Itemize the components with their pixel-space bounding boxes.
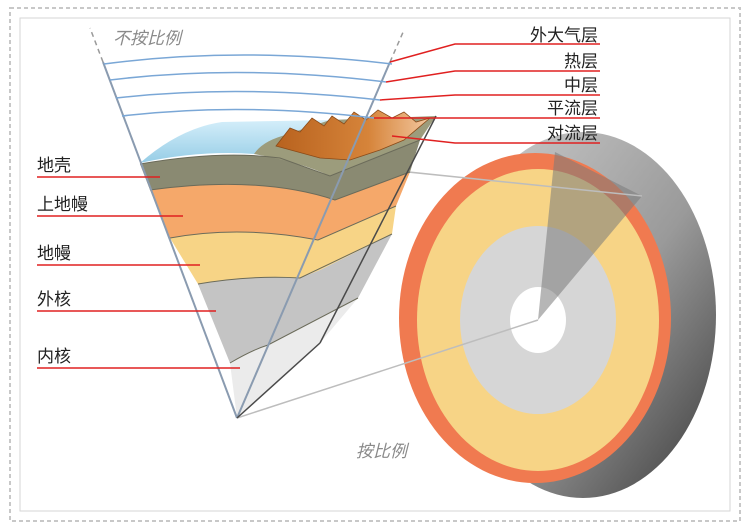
atmo-arc-1 — [103, 54, 393, 65]
leader-mesosphere — [379, 94, 600, 101]
earth-sphere — [236, 132, 716, 498]
wedge-dash-left — [89, 27, 104, 63]
leader-thermosphere — [385, 70, 600, 83]
wedge-inner-core — [230, 298, 358, 418]
label-crust: 地壳 — [37, 156, 71, 176]
label-stratosphere: 平流层 — [547, 99, 598, 119]
label-outer-core: 外核 — [37, 290, 71, 310]
atmosphere-leaders — [374, 43, 600, 144]
label-inner-core: 内核 — [37, 347, 71, 367]
atmo-arc-4 — [121, 108, 375, 119]
outer-frame — [9, 7, 741, 522]
wedge-ocean — [140, 120, 335, 163]
interior-leaders — [37, 176, 240, 369]
label-mantle: 地幔 — [37, 244, 71, 264]
label-troposphere: 对流层 — [547, 124, 598, 144]
leader-exosphere — [389, 43, 600, 63]
wedge-outer-core — [198, 234, 392, 363]
earth-wedge — [89, 27, 437, 419]
wedge-mantle — [170, 206, 396, 284]
atmo-arc-3 — [115, 90, 381, 101]
wedge-edge-right — [319, 115, 437, 344]
wedge-edge-bottom — [236, 342, 321, 419]
boundary-upper-mantle — [149, 171, 411, 201]
wedge-crust — [140, 140, 420, 200]
guide-line-bottom — [236, 319, 539, 419]
wedge-dash-right — [389, 29, 405, 63]
wedge-upper-mantle — [150, 172, 410, 240]
not-to-scale-note: 不按比例 — [113, 29, 184, 49]
wedge-edge-left — [102, 61, 238, 419]
label-thermosphere: 热层 — [564, 52, 598, 72]
to-scale-note: 按比例 — [356, 442, 410, 462]
boundary-crust — [139, 139, 421, 177]
wedge-edge-front — [236, 61, 391, 419]
atmo-arc-2 — [109, 71, 387, 83]
label-upper-mantle: 上地幔 — [37, 195, 88, 215]
leader-troposphere — [391, 135, 600, 144]
wedge-mountains — [275, 109, 431, 161]
label-mesosphere: 中层 — [564, 76, 598, 96]
boundary-mantle — [169, 205, 397, 241]
label-exosphere: 外大气层 — [530, 26, 598, 46]
